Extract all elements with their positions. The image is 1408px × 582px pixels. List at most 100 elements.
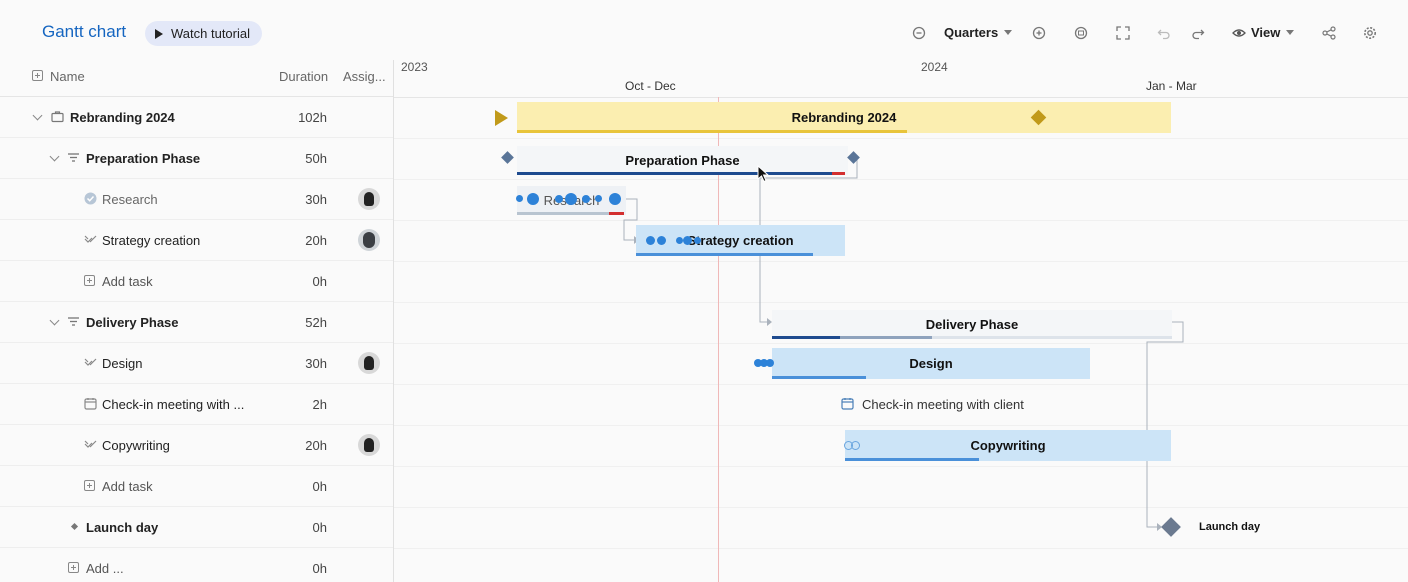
activity-dot bbox=[646, 236, 655, 245]
check-circle-icon[interactable] bbox=[84, 192, 97, 205]
column-duration[interactable]: Duration bbox=[279, 69, 329, 84]
row-duration: 2h bbox=[312, 397, 327, 412]
timeline-row-line bbox=[394, 425, 1408, 426]
row-duration: 0h bbox=[312, 479, 327, 494]
progress-bar bbox=[517, 172, 832, 175]
timeline-quarter: Oct - Dec bbox=[625, 79, 676, 93]
timeline-row-line bbox=[394, 343, 1408, 344]
today-marker bbox=[718, 97, 719, 582]
zoom-in-icon[interactable] bbox=[1032, 26, 1046, 40]
timeline-row-line bbox=[394, 466, 1408, 467]
activity-dot bbox=[694, 237, 701, 244]
activity-dot bbox=[527, 193, 539, 205]
row-duration: 102h bbox=[298, 110, 327, 125]
table-row[interactable]: Add ... 0h bbox=[0, 548, 393, 582]
timeline-row-line bbox=[394, 138, 1408, 139]
undo-icon[interactable] bbox=[1157, 26, 1171, 40]
progress-bar bbox=[772, 336, 840, 339]
table-row[interactable]: Research 30h bbox=[0, 179, 393, 220]
table-row[interactable]: Check-in meeting with ... 2h bbox=[0, 384, 393, 425]
table-row[interactable]: Strategy creation 20h bbox=[0, 220, 393, 261]
table-row[interactable]: Add task 0h bbox=[0, 261, 393, 302]
table-row[interactable]: Preparation Phase 50h bbox=[0, 138, 393, 179]
zoom-level-select[interactable]: Quarters bbox=[944, 25, 1013, 40]
task-check-icon[interactable] bbox=[84, 233, 97, 246]
preparation-phase-bar[interactable]: Preparation Phase bbox=[517, 146, 848, 175]
row-name: Strategy creation bbox=[102, 233, 201, 248]
row-name: Delivery Phase bbox=[86, 315, 179, 330]
calendar-icon bbox=[84, 397, 97, 410]
design-bar[interactable]: Design bbox=[772, 348, 1090, 379]
bar-label: Strategy creation bbox=[687, 233, 794, 248]
row-name: Launch day bbox=[86, 520, 159, 535]
strategy-creation-bar[interactable]: Strategy creation bbox=[636, 225, 845, 256]
project-icon bbox=[51, 110, 64, 123]
avatar[interactable] bbox=[358, 188, 380, 210]
add-task-button[interactable]: Add task bbox=[102, 274, 153, 289]
watch-tutorial-label: Watch tutorial bbox=[171, 26, 250, 41]
bar-label: Copywriting bbox=[970, 438, 1046, 453]
grid-divider[interactable] bbox=[393, 60, 394, 582]
row-name: Rebranding 2024 bbox=[70, 110, 175, 125]
zoom-out-icon[interactable] bbox=[912, 26, 926, 40]
watch-tutorial-button[interactable]: Watch tutorial bbox=[145, 21, 262, 46]
progress-track bbox=[932, 336, 1172, 339]
rebranding-bar[interactable]: Rebranding 2024 bbox=[517, 102, 1171, 133]
timeline-year: 2024 bbox=[921, 60, 948, 74]
add-item-button[interactable]: Add ... bbox=[86, 561, 124, 576]
add-column-icon[interactable] bbox=[32, 70, 43, 81]
share-icon[interactable] bbox=[1322, 26, 1336, 40]
overdue-bar bbox=[832, 172, 845, 175]
delivery-phase-bar[interactable]: Delivery Phase bbox=[772, 310, 1172, 339]
redo-icon[interactable] bbox=[1191, 26, 1205, 40]
timeline-quarter: Jan - Mar bbox=[1146, 79, 1197, 93]
table-row[interactable]: Rebranding 2024 102h bbox=[0, 97, 393, 138]
bar-label: Preparation Phase bbox=[625, 153, 740, 168]
column-name[interactable]: Name bbox=[50, 69, 85, 84]
task-check-icon[interactable] bbox=[84, 438, 97, 451]
activity-dot bbox=[609, 193, 621, 205]
row-duration: 0h bbox=[312, 561, 327, 576]
row-duration: 0h bbox=[312, 520, 327, 535]
page-title: Gantt chart bbox=[42, 22, 127, 41]
gear-icon[interactable] bbox=[1363, 26, 1377, 40]
play-icon bbox=[155, 28, 163, 39]
activity-dot bbox=[760, 359, 768, 367]
task-check-icon[interactable] bbox=[84, 356, 97, 369]
add-task-icon[interactable] bbox=[84, 275, 95, 286]
timeline-row-line bbox=[394, 261, 1408, 262]
row-duration: 30h bbox=[305, 356, 327, 371]
fullscreen-icon[interactable] bbox=[1116, 26, 1130, 40]
row-name: Design bbox=[102, 356, 143, 371]
bar-label: Design bbox=[909, 356, 953, 371]
row-duration: 20h bbox=[305, 438, 327, 453]
column-assignee[interactable]: Assig... bbox=[343, 69, 386, 84]
add-item-icon[interactable] bbox=[68, 562, 79, 573]
table-row[interactable]: Launch day 0h bbox=[0, 507, 393, 548]
table-row[interactable]: Add task 0h bbox=[0, 466, 393, 507]
add-task-button[interactable]: Add task bbox=[102, 479, 153, 494]
table-row[interactable]: Design 30h bbox=[0, 343, 393, 384]
project-start-marker bbox=[495, 110, 508, 126]
calendar-icon bbox=[841, 397, 854, 415]
table-row[interactable]: Copywriting 20h bbox=[0, 425, 393, 466]
fit-to-screen-icon[interactable] bbox=[1074, 26, 1088, 40]
row-duration: 50h bbox=[305, 151, 327, 166]
row-duration: 30h bbox=[305, 192, 327, 207]
avatar[interactable] bbox=[358, 434, 380, 456]
table-row[interactable]: Delivery Phase 52h bbox=[0, 302, 393, 343]
avatar[interactable] bbox=[358, 352, 380, 374]
toolbar: Gantt chart Watch tutorial Quarters View bbox=[0, 0, 1408, 60]
view-select[interactable]: View bbox=[1251, 25, 1295, 40]
phase-icon bbox=[67, 151, 80, 164]
avatar[interactable] bbox=[358, 229, 380, 251]
checkin-meeting-label[interactable]: Check-in meeting with client bbox=[862, 397, 1024, 412]
progress-bar bbox=[636, 253, 813, 256]
timeline-row-line bbox=[394, 302, 1408, 303]
view-label: View bbox=[1251, 25, 1281, 40]
row-name: Check-in meeting with ... bbox=[102, 397, 245, 412]
row-duration: 20h bbox=[305, 233, 327, 248]
add-task-icon[interactable] bbox=[84, 480, 95, 491]
activity-dot bbox=[851, 441, 860, 450]
copywriting-bar[interactable]: Copywriting bbox=[845, 430, 1171, 461]
